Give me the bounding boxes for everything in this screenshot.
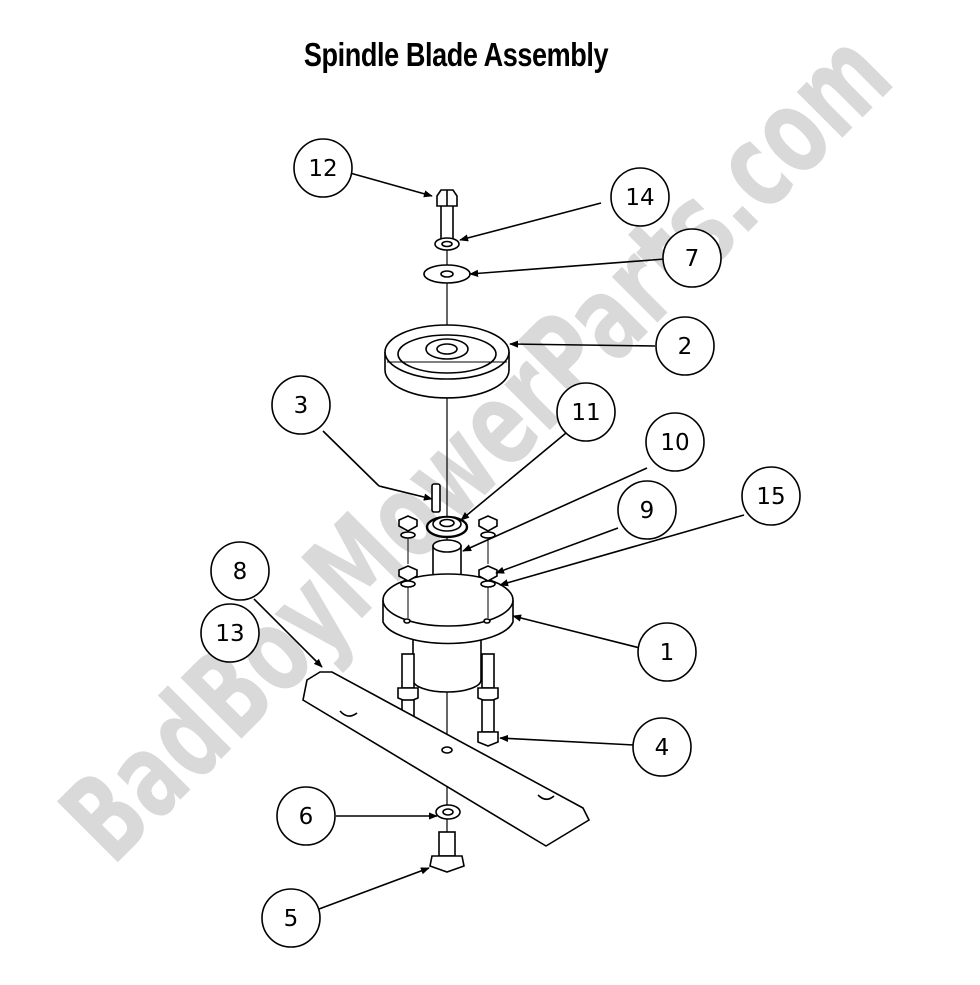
part-11-bearing [425,515,469,539]
part-8-13-blade [302,671,591,847]
callout-circle [617,480,677,540]
leader-9 [495,527,619,574]
leader-3b [378,485,433,501]
leader-11 [460,432,567,521]
callout-number: 4 [655,735,670,761]
callout-circle [610,167,670,227]
leader-15 [499,514,745,587]
part-15-nuts [398,515,498,618]
callout-circle [655,316,715,376]
leader-5 [318,867,430,910]
callout-circle [200,603,260,663]
part-2-pulley [384,324,510,399]
part-1-spindle-housing [382,573,514,693]
callout-circle [632,717,692,777]
callout-circle [662,228,722,288]
callout-number: 2 [678,334,693,360]
callout-12: 12 [293,138,353,198]
callout-7: 7 [662,228,722,288]
part-10-spindle-shaft [432,539,462,579]
leader-4 [499,734,635,746]
callout-number: 10 [660,430,689,456]
callout-circle [276,786,336,846]
callout-2: 2 [655,316,715,376]
callout-number: 9 [640,498,655,524]
callout-11: 11 [556,382,616,442]
leader-lines [253,172,745,910]
callout-circle [271,375,331,435]
callout-number: 12 [308,156,337,182]
leader-2 [509,340,656,348]
part-12-bolt [436,189,458,240]
part-7-washer [423,264,471,284]
callout-number: 13 [215,621,244,647]
callout-number: 7 [685,246,700,272]
leader-3 [322,430,380,487]
leader-8 [253,598,323,668]
callout-8: 8 [210,541,270,601]
callout-4: 4 [632,717,692,777]
leader-7 [469,258,666,277]
callout-6: 6 [276,786,336,846]
callout-circle [556,382,616,442]
callout-number: 15 [756,484,785,510]
callout-13: 13 [200,603,260,663]
callout-1: 1 [637,622,697,682]
part-6-washer [435,804,461,820]
callout-circle [645,412,705,472]
callout-circle [637,622,697,682]
callout-5: 5 [261,888,321,948]
leader-1 [512,614,641,649]
callout-number: 8 [233,559,248,585]
leader-14 [459,202,602,242]
callout-number: 1 [660,640,675,666]
leader-12 [349,172,433,198]
callout-number: 3 [294,393,309,419]
callout-15: 15 [741,466,801,526]
callout-10: 10 [645,412,705,472]
callout-number: 11 [571,400,600,426]
callout-number: 6 [299,804,314,830]
part-3-key [431,483,441,513]
callout-circle [261,888,321,948]
diagram-title: Spindle Blade Assembly [303,36,609,73]
part-5-blade-bolt [429,831,465,873]
part-14-lock-washer [434,237,460,251]
callout-number: 5 [284,906,299,932]
callout-circle [293,138,353,198]
callout-3: 3 [271,375,331,435]
leader-10 [462,467,648,552]
callout-number: 14 [625,185,654,211]
callout-circle [210,541,270,601]
callout-14: 14 [610,167,670,227]
callout-9: 9 [617,480,677,540]
callout-circle [741,466,801,526]
